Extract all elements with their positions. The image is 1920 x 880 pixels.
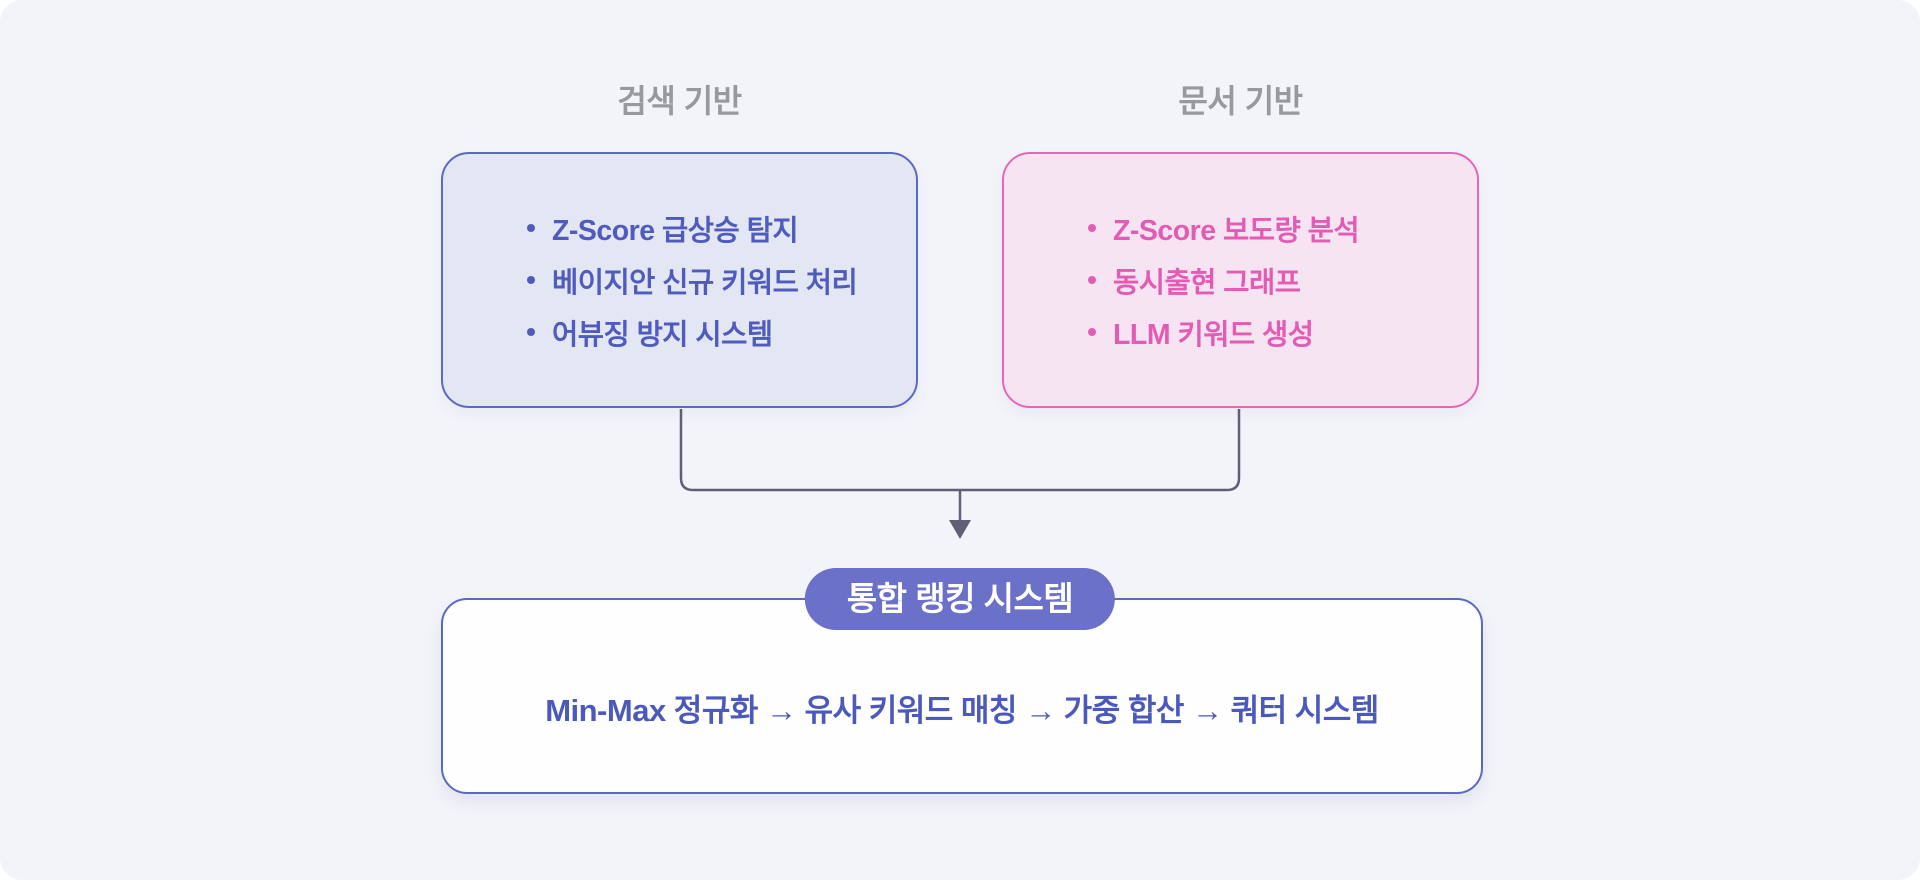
list-item-label: Z-Score 급상승 탐지 [552,214,799,247]
bullet-icon [1088,224,1096,232]
document-based-list: Z-Score 보도량 분석 동시출현 그래프 LLM 키워드 생성 [1004,212,1477,351]
list-item: LLM 키워드 생성 [1088,316,1437,351]
arrow-down-icon [949,520,971,539]
list-item-label: LLM 키워드 생성 [1113,318,1314,351]
search-based-list: Z-Score 급상승 탐지 베이지안 신규 키워드 처리 어뷰징 방지 시스템 [443,212,916,351]
bullet-icon [527,328,535,336]
bullet-icon [527,224,535,232]
merge-connector [679,409,1241,539]
bullet-icon [1088,328,1096,336]
integrated-ranking-badge: 통합 랭킹 시스템 [804,568,1116,630]
list-item: 어뷰징 방지 시스템 [527,316,876,351]
ranking-pipeline-text: Min-Max 정규화 → 유사 키워드 매칭 → 가중 합산 → 쿼터 시스템 [545,692,1379,728]
search-based-column-label: 검색 기반 [617,83,742,119]
list-item: Z-Score 보도량 분석 [1088,212,1437,247]
merge-connector-path [679,409,1241,492]
document-based-box: Z-Score 보도량 분석 동시출현 그래프 LLM 키워드 생성 [1002,152,1479,408]
list-item-label: 어뷰징 방지 시스템 [552,318,773,351]
list-item-label: 베이지안 신규 키워드 처리 [552,266,858,299]
document-based-column-label: 문서 기반 [1178,83,1303,119]
list-item-label: Z-Score 보도량 분석 [1113,214,1360,247]
bullet-icon [527,276,535,284]
list-item: 동시출현 그래프 [1088,264,1437,299]
ranking-pipeline-box: Min-Max 정규화 → 유사 키워드 매칭 → 가중 합산 → 쿼터 시스템 [441,598,1483,794]
list-item: Z-Score 급상승 탐지 [527,212,876,247]
search-based-box: Z-Score 급상승 탐지 베이지안 신규 키워드 처리 어뷰징 방지 시스템 [441,152,918,408]
list-item-label: 동시출현 그래프 [1113,266,1301,299]
list-item: 베이지안 신규 키워드 처리 [527,264,876,299]
bullet-icon [1088,276,1096,284]
